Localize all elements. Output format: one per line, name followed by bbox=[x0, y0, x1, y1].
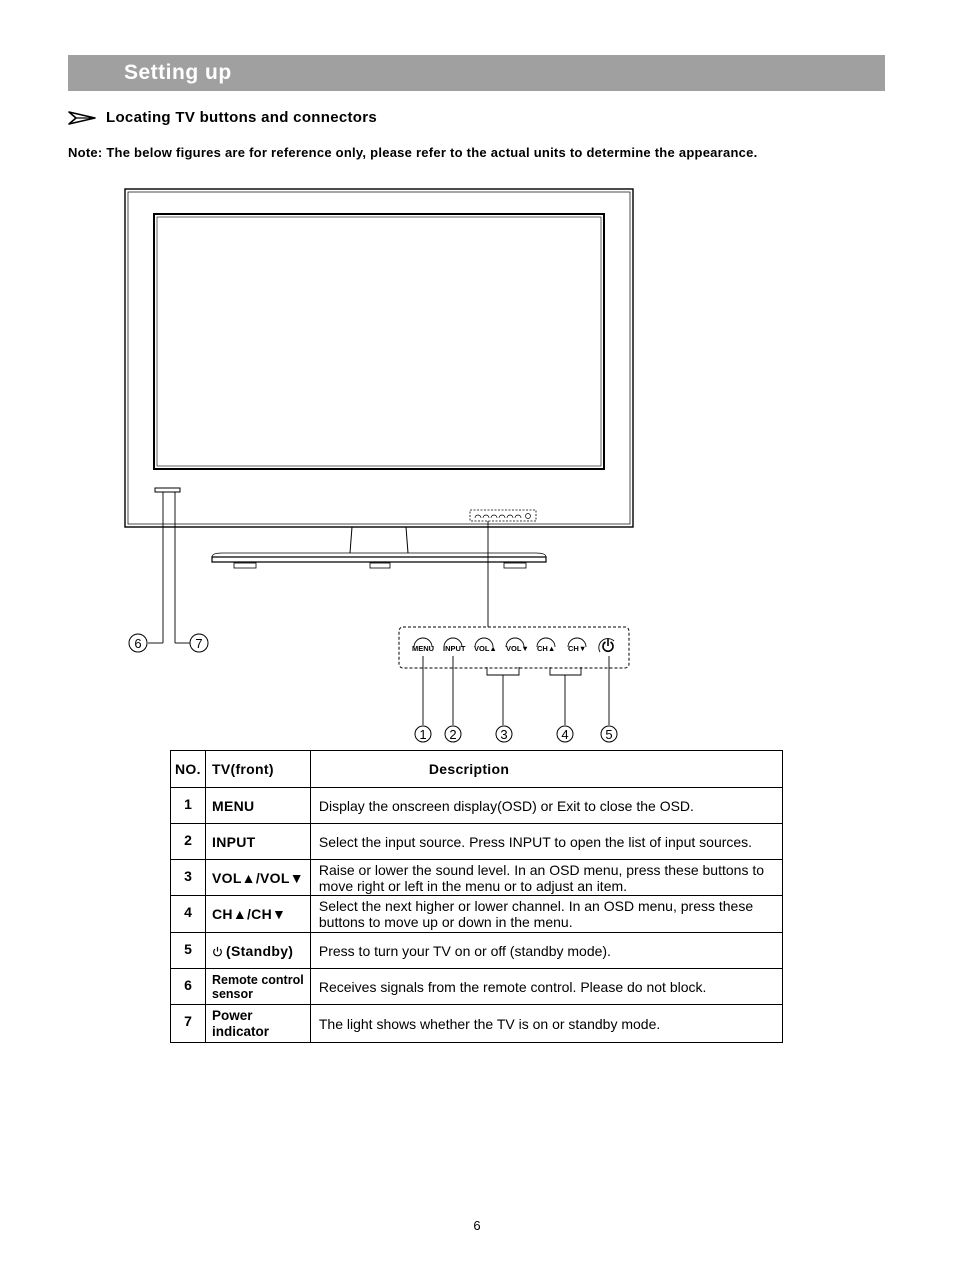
row-button-name: Remote control sensor bbox=[205, 968, 311, 1005]
section-header: Setting up bbox=[68, 55, 885, 91]
standby-power-icon bbox=[213, 946, 222, 956]
tv-stand-neck bbox=[349, 526, 409, 554]
row-description: Select the next higher or lower channel.… bbox=[309, 895, 784, 933]
table-header-row: NO. TV(front) Description bbox=[170, 750, 784, 788]
svg-text:5: 5 bbox=[605, 727, 612, 742]
callout-3: 3 bbox=[495, 725, 513, 743]
callout-5: 5 bbox=[600, 725, 618, 743]
subheading-text: Locating TV buttons and connectors bbox=[106, 109, 378, 126]
svg-text:1: 1 bbox=[419, 727, 426, 742]
panel-vol-up-label: VOL▲ bbox=[474, 644, 497, 653]
note-text: Note: The below figures are for referenc… bbox=[68, 145, 758, 160]
section-title: Setting up bbox=[124, 61, 232, 84]
tv-screen bbox=[153, 213, 605, 470]
panel-power-icon bbox=[602, 639, 614, 653]
table-row: 3 VOL▲/VOL▼ Raise or lower the sound lev… bbox=[170, 859, 784, 896]
row-description: Select the input source. Press INPUT to … bbox=[309, 823, 784, 860]
row-button-name: CH▲/CH▼ bbox=[205, 895, 311, 933]
header-no: NO. bbox=[170, 750, 206, 788]
tv-bezel bbox=[124, 188, 634, 528]
panel-menu-label: MENU bbox=[412, 644, 434, 653]
row-description: Press to turn your TV on or off (standby… bbox=[309, 932, 784, 969]
panel-input-label: INPUT bbox=[443, 644, 466, 653]
row-description: The light shows whether the TV is on or … bbox=[309, 1004, 784, 1043]
table-row: 7 Power indicator The light shows whethe… bbox=[170, 1004, 784, 1043]
control-panel-closeup bbox=[398, 626, 630, 669]
svg-text:3: 3 bbox=[500, 727, 507, 742]
table-row: 5 (Standby) Press to turn your TV on or … bbox=[170, 932, 784, 969]
callout-7: 7 bbox=[189, 633, 209, 653]
panel-ch-down-label: CH▼ bbox=[568, 644, 586, 653]
table-row: 6 Remote control sensor Receives signals… bbox=[170, 968, 784, 1005]
row-number: 7 bbox=[170, 1004, 206, 1043]
table-row: 4 CH▲/CH▼ Select the next higher or lowe… bbox=[170, 895, 784, 933]
panel-ch-up-label: CH▲ bbox=[537, 644, 555, 653]
row-button-name: (Standby) bbox=[205, 932, 311, 969]
svg-text:7: 7 bbox=[195, 636, 202, 651]
row-number: 2 bbox=[170, 823, 206, 860]
row-description: Raise or lower the sound level. In an OS… bbox=[309, 859, 784, 896]
header-description: Description bbox=[309, 750, 784, 788]
panel-vol-down-label: VOL▼ bbox=[506, 644, 529, 653]
remote-sensor-strip bbox=[154, 487, 181, 493]
row-description: Receives signals from the remote control… bbox=[309, 968, 784, 1005]
svg-text:4: 4 bbox=[561, 727, 568, 742]
table-row: 2 INPUT Select the input source. Press I… bbox=[170, 823, 784, 860]
svg-text:6: 6 bbox=[134, 636, 141, 651]
button-description-table: NO. TV(front) Description 1 MENU Display… bbox=[170, 750, 784, 1043]
row-description: Display the onscreen display(OSD) or Exi… bbox=[309, 787, 784, 824]
row-button-name: VOL▲/VOL▼ bbox=[205, 859, 311, 896]
row-button-name: MENU bbox=[205, 787, 311, 824]
row-button-name: Power indicator bbox=[205, 1004, 311, 1043]
callout-4: 4 bbox=[556, 725, 574, 743]
callout-6: 6 bbox=[128, 633, 148, 653]
callout-1: 1 bbox=[414, 725, 432, 743]
row-number: 1 bbox=[170, 787, 206, 824]
table-row: 1 MENU Display the onscreen display(OSD)… bbox=[170, 787, 784, 824]
row-number: 5 bbox=[170, 932, 206, 969]
callout-2: 2 bbox=[444, 725, 462, 743]
row-button-name: INPUT bbox=[205, 823, 311, 860]
subheading: Locating TV buttons and connectors bbox=[68, 109, 377, 126]
svg-text:2: 2 bbox=[449, 727, 456, 742]
row-number: 4 bbox=[170, 895, 206, 933]
tv-front-diagram: 6 7 MENU INPUT VOL▲ VOL▼ CH▲ CH▼ 1 bbox=[124, 188, 634, 743]
arrow-bullet-icon bbox=[68, 110, 96, 125]
tv-stand-base bbox=[211, 552, 547, 569]
row-number: 6 bbox=[170, 968, 206, 1005]
page-number: 6 bbox=[473, 1218, 481, 1233]
bezel-button-strip bbox=[469, 509, 537, 522]
header-tv-front: TV(front) bbox=[205, 750, 311, 788]
row-number: 3 bbox=[170, 859, 206, 896]
